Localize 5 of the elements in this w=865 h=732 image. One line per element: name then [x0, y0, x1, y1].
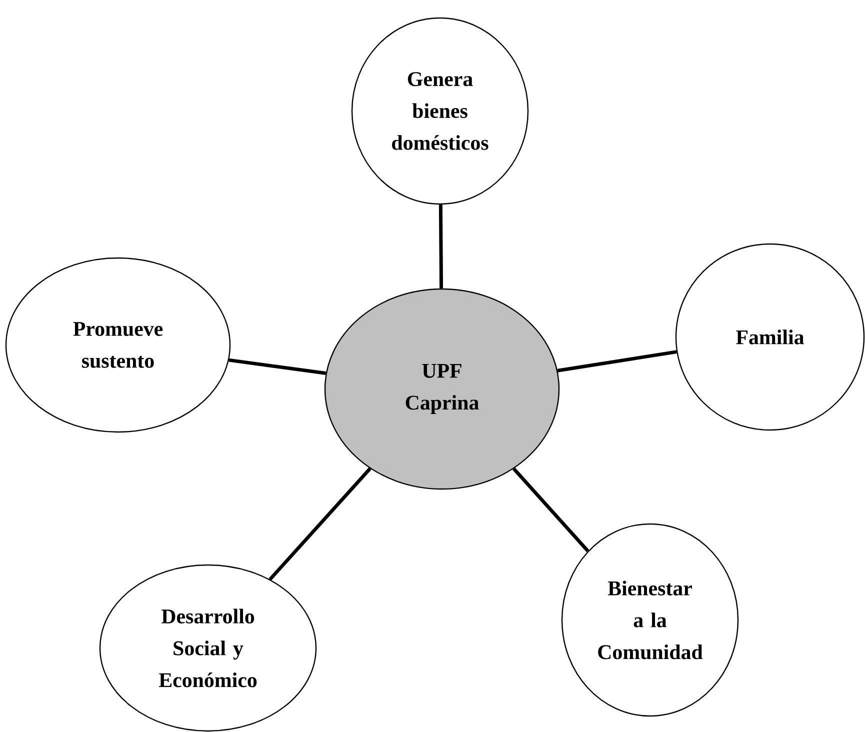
connector-line: [228, 358, 326, 375]
connector-line: [438, 204, 444, 288]
connector-line: [268, 467, 372, 581]
connector-line: [557, 350, 677, 372]
connector-line: [512, 468, 590, 552]
